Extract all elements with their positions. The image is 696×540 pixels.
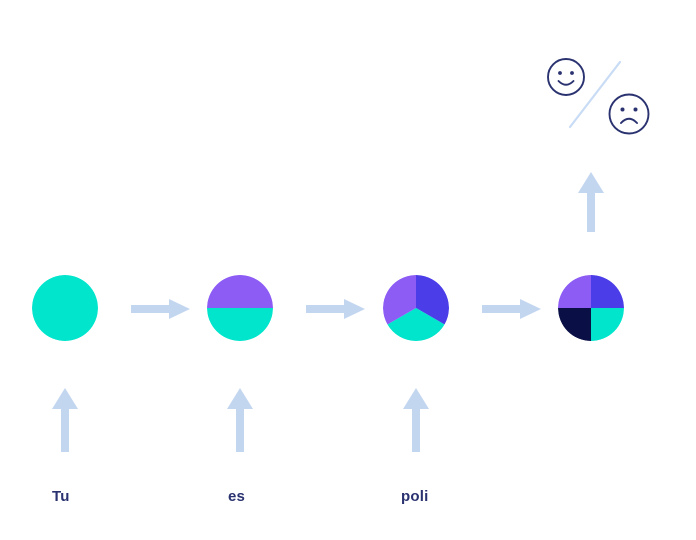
pie-segment-purple — [383, 275, 416, 325]
input-arrow-2-icon — [227, 388, 253, 452]
diagonal-slash-icon — [564, 56, 626, 132]
pie-chart-stage-4[interactable] — [558, 275, 624, 341]
pie-segment-turquoise — [591, 308, 624, 341]
pie-segment-turquoise — [207, 308, 273, 341]
flow-arrow-3-icon — [482, 298, 541, 320]
stage-label-2: es — [228, 488, 246, 505]
pie-segment-purple — [207, 275, 273, 308]
flow-arrow-2-icon — [306, 298, 365, 320]
outcome-arrow-icon — [578, 172, 604, 232]
stage-label-3: poli — [401, 488, 429, 505]
flow-arrow-1-icon — [131, 298, 190, 320]
pie-chart-stage-2[interactable] — [207, 275, 273, 341]
pie-chart-stage-3[interactable] — [383, 275, 449, 341]
pie-segment-turquoise — [387, 308, 445, 341]
pie-segment-blue-violet — [591, 275, 624, 308]
input-arrow-1-icon — [52, 388, 78, 452]
pie-segment-blue-violet — [416, 275, 449, 325]
input-arrow-3-icon — [403, 388, 429, 452]
sad-face-icon[interactable] — [607, 92, 651, 136]
pie-segment-turquoise — [32, 275, 98, 341]
pie-segment-dark-navy — [558, 308, 591, 341]
happy-face-icon[interactable] — [546, 57, 586, 97]
pie-chart-stage-1[interactable] — [32, 275, 98, 341]
stage-label-1: Tu — [52, 488, 70, 505]
pie-segment-purple — [558, 275, 591, 308]
